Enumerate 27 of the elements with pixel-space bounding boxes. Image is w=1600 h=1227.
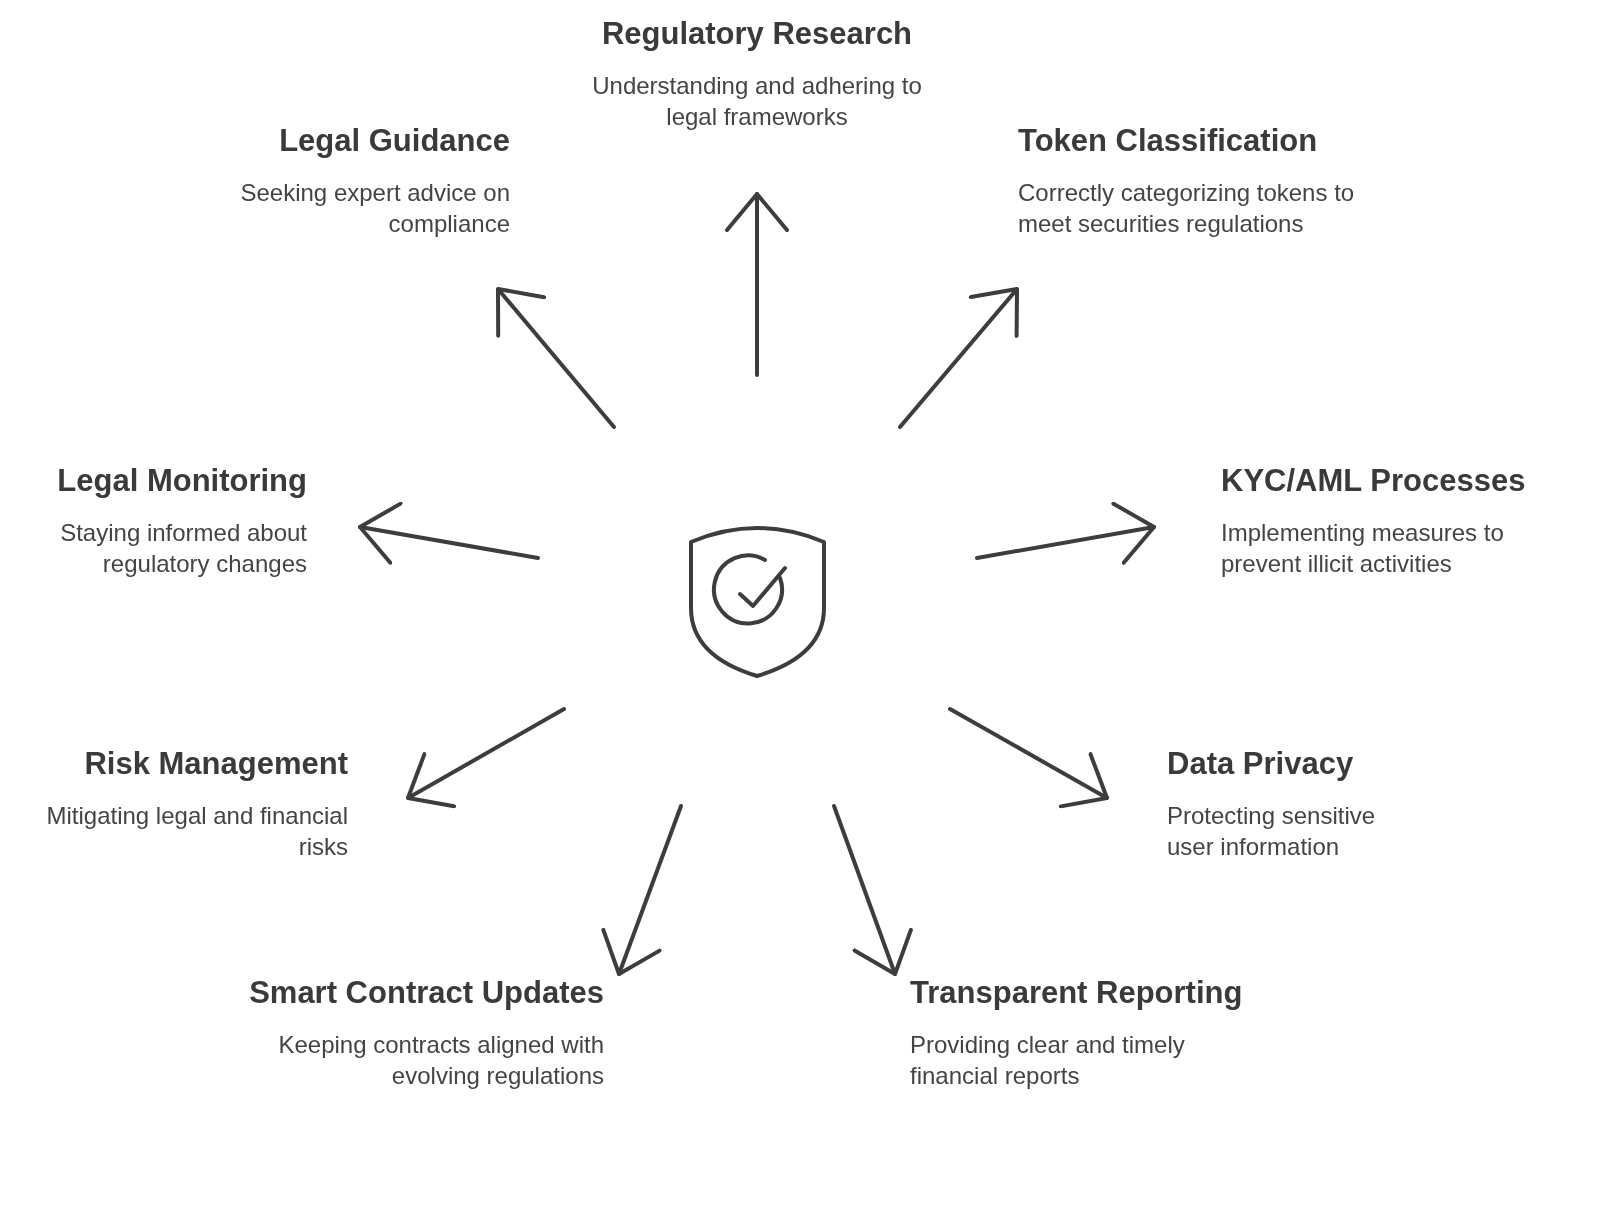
heading: Legal Monitoring	[56, 463, 307, 499]
arrow	[406, 707, 566, 809]
heading: Legal Guidance	[278, 123, 510, 159]
description: Understanding and adhering to legal frameworks	[591, 71, 923, 132]
heading: Risk Management	[83, 746, 348, 782]
description: Correctly categorizing tokens to meet securities regulations	[1018, 178, 1356, 239]
heading: KYC/AML Processes	[1221, 463, 1527, 499]
description: Protecting sensitive user information	[1167, 801, 1377, 862]
description: Implementing measures to prevent illicit activities	[1221, 518, 1505, 579]
heading: Smart Contract Updates	[248, 975, 604, 1011]
arrow	[358, 501, 540, 565]
description: Providing clear and timely financial reports	[910, 1030, 1186, 1091]
description: Mitigating legal and financial risks	[45, 801, 348, 862]
heading: Regulatory Research	[600, 16, 914, 52]
description: Seeking expert advice on compliance	[239, 178, 510, 239]
arrow	[496, 287, 616, 429]
arrow	[948, 707, 1109, 809]
heading: Transparent Reporting	[910, 975, 1244, 1011]
heading: Token Classification	[1018, 123, 1319, 159]
arrow	[898, 287, 1019, 429]
arrow	[725, 192, 789, 377]
arrow	[832, 804, 913, 976]
arrow	[975, 501, 1156, 565]
arrow	[601, 804, 683, 976]
description: Keeping contracts aligned with evolving regulations	[277, 1030, 604, 1091]
description: Staying informed about regulatory changes	[59, 518, 307, 579]
heading: Data Privacy	[1167, 746, 1355, 782]
